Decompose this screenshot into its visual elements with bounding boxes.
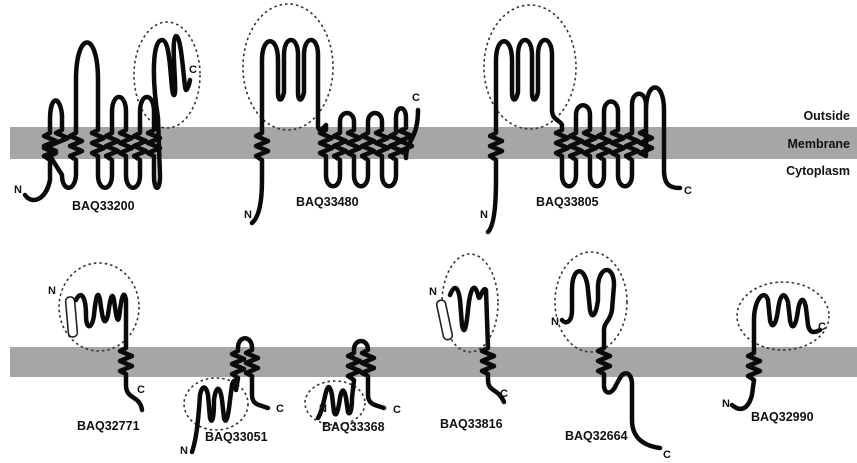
c-terminus-label: C — [663, 449, 671, 461]
protein-id-label: BAQ33480 — [296, 195, 359, 209]
protein-id-label: BAQ33051 — [205, 430, 268, 444]
c-terminus-label: C — [818, 321, 826, 333]
c-terminus-label: C — [684, 185, 692, 197]
protein-id-label: BAQ32771 — [77, 419, 140, 433]
c-terminus-label: C — [500, 388, 508, 400]
protein-baq33200: N C BAQ33200 — [14, 22, 200, 213]
protein-id-label: BAQ32664 — [565, 429, 628, 443]
n-terminus-label: N — [480, 209, 488, 221]
c-terminus-label: C — [276, 403, 284, 415]
protein-id-label: BAQ33805 — [536, 195, 599, 209]
n-terminus-label: N — [14, 184, 22, 196]
outside-label: Outside — [803, 109, 850, 123]
c-terminus-label: C — [412, 92, 420, 104]
extracellular-domain-circle — [737, 282, 829, 350]
n-terminus-label: N — [429, 286, 437, 298]
protein-id-label: BAQ33816 — [440, 417, 503, 431]
signal-peptide-marker — [436, 299, 453, 340]
cytoplasm-label: Cytoplasm — [786, 164, 850, 178]
c-terminus-label: C — [393, 404, 401, 416]
n-terminus-label: N — [244, 209, 252, 221]
protein-baq33805: N C BAQ33805 — [480, 5, 692, 232]
c-terminus-label: C — [189, 64, 197, 76]
membrane-label: Membrane — [787, 137, 850, 151]
protein-id-label: BAQ33200 — [72, 199, 135, 213]
n-terminus-label: N — [48, 285, 56, 297]
c-terminus-label: C — [137, 384, 145, 396]
n-terminus-label: N — [551, 316, 559, 328]
protein-baq33480: N C BAQ33480 — [243, 4, 420, 223]
protein-chain — [450, 288, 504, 402]
protein-id-label: BAQ33368 — [322, 420, 385, 434]
protein-id-label: BAQ32990 — [751, 410, 814, 424]
protein-baq33816: N C BAQ33816 — [429, 254, 508, 431]
n-terminus-label: N — [319, 403, 327, 415]
n-terminus-label: N — [722, 398, 730, 410]
signal-peptide-marker — [65, 297, 77, 338]
protein-chain — [25, 36, 190, 200]
n-terminus-label: N — [180, 445, 188, 457]
membrane-band-bottom — [10, 347, 857, 377]
